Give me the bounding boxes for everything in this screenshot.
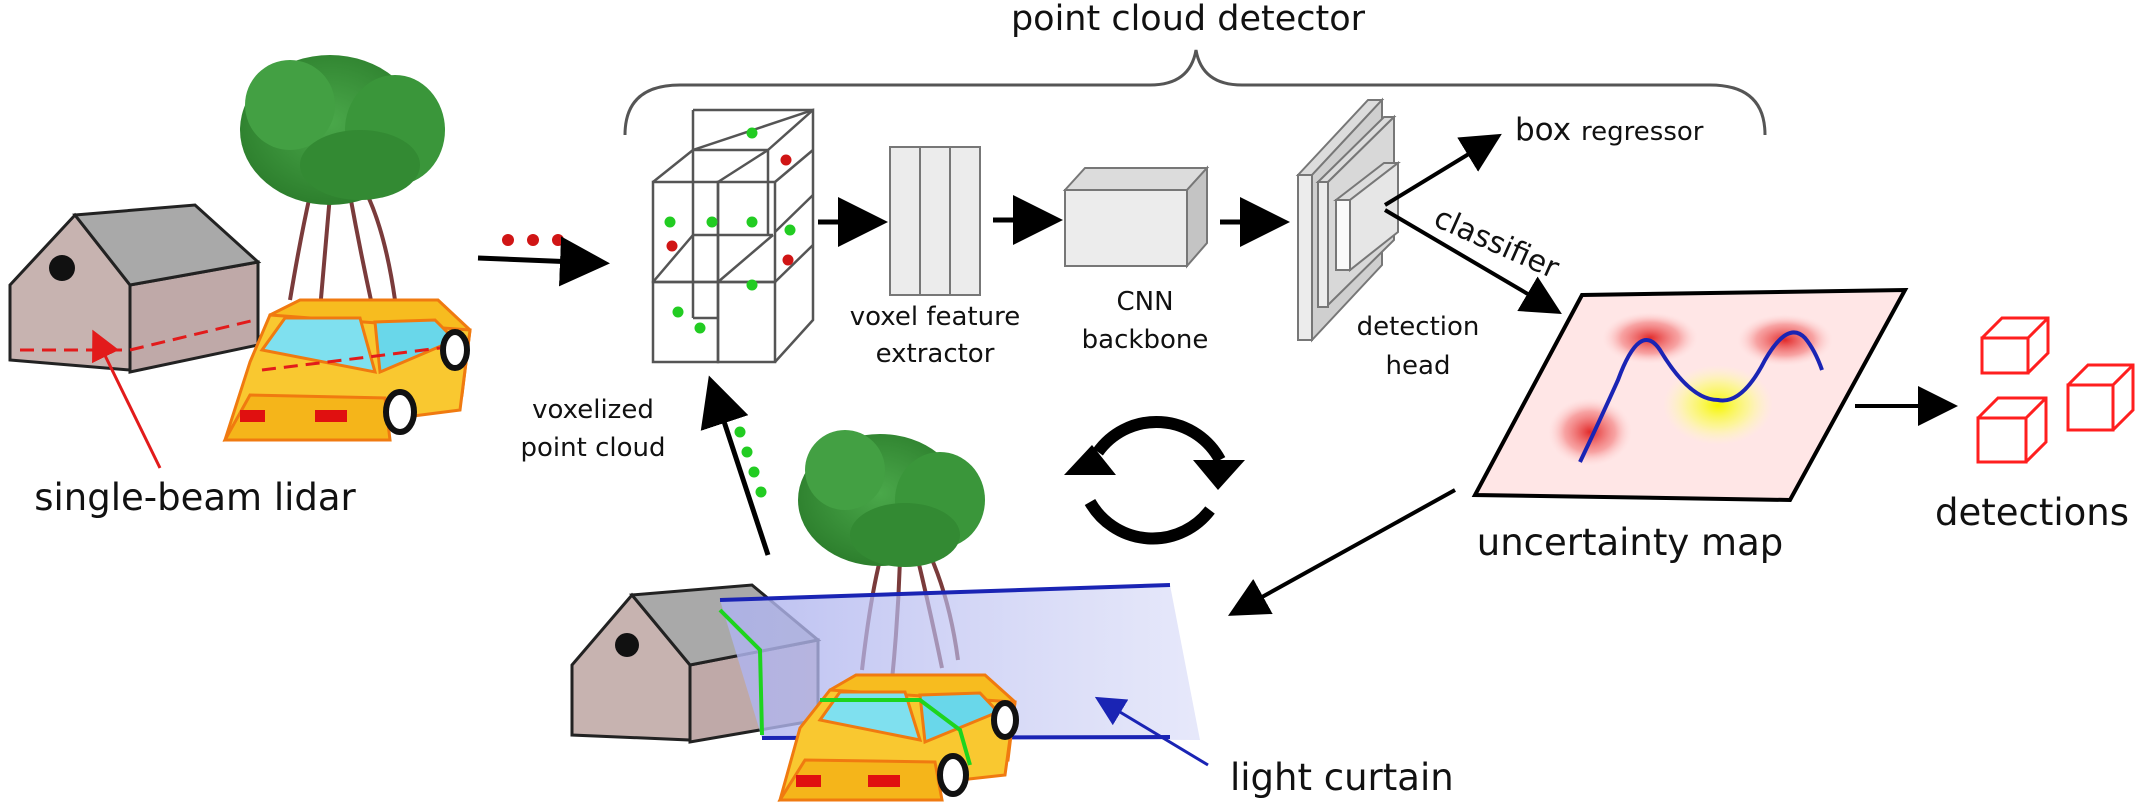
point-cloud-detector-title: point cloud detector (1011, 0, 1366, 39)
vfe-label-1: voxel feature (850, 302, 1020, 332)
lidar-pointer-arrow (92, 329, 162, 469)
left-scene: single-beam lidar (8, 55, 472, 519)
uncertainty-curve (1578, 330, 1824, 463)
detection-box-icon (2066, 363, 2135, 432)
detection-box-icon (1980, 316, 2050, 375)
detection-head (1295, 97, 1401, 343)
detection-boxes (1976, 316, 2135, 464)
vfe-label-2: extractor (876, 339, 995, 369)
curtain-points-flow (700, 375, 771, 556)
refresh-cycle-icon (1064, 415, 1245, 545)
uncertainty-map (1471, 287, 1909, 503)
voxelized-label-2: point cloud (521, 433, 666, 463)
house-icon (8, 203, 262, 374)
car-icon (222, 298, 472, 442)
box-word: box (1515, 112, 1571, 148)
light-curtain-label: light curtain (1230, 756, 1454, 799)
car-icon (777, 673, 1019, 802)
voxel-grid (651, 108, 815, 364)
lidar-points-flow (477, 234, 610, 287)
tree-icon (798, 430, 985, 681)
light-curtain-pointer-arrow (1094, 696, 1209, 767)
arrow-map-to-curtain (1228, 488, 1456, 616)
detection-head-label-2: head (1386, 351, 1451, 381)
lidar-beam-car (261, 346, 441, 372)
voxel-points (664, 127, 796, 334)
box-regressor-label: box regressor (1515, 112, 1704, 148)
curtain-hit-line (718, 608, 764, 736)
detector-brace (623, 49, 1767, 136)
tree-icon (240, 55, 445, 311)
detection-head-label-1: detection (1357, 312, 1480, 342)
regressor-word: regressor (1581, 117, 1704, 147)
detection-box-icon (1976, 396, 2048, 464)
detections-label: detections (1935, 491, 2129, 534)
lidar-beam-house (20, 318, 256, 352)
bottom-scene: light curtain (570, 430, 1454, 802)
cnn-label-2: backbone (1082, 325, 1209, 355)
voxelized-label-1: voxelized (532, 395, 654, 425)
cnn-label-1: CNN (1116, 287, 1173, 317)
curtain-hit-car (820, 698, 972, 766)
single-beam-lidar-label: single-beam lidar (34, 476, 356, 519)
arrow-to-box-regressor (1383, 133, 1502, 207)
cnn-backbone (1062, 165, 1210, 269)
voxel-feature-extractor (889, 146, 981, 296)
arrow-to-uncertainty-map (1383, 208, 1562, 315)
uncertainty-map-label: uncertainty map (1477, 521, 1784, 564)
